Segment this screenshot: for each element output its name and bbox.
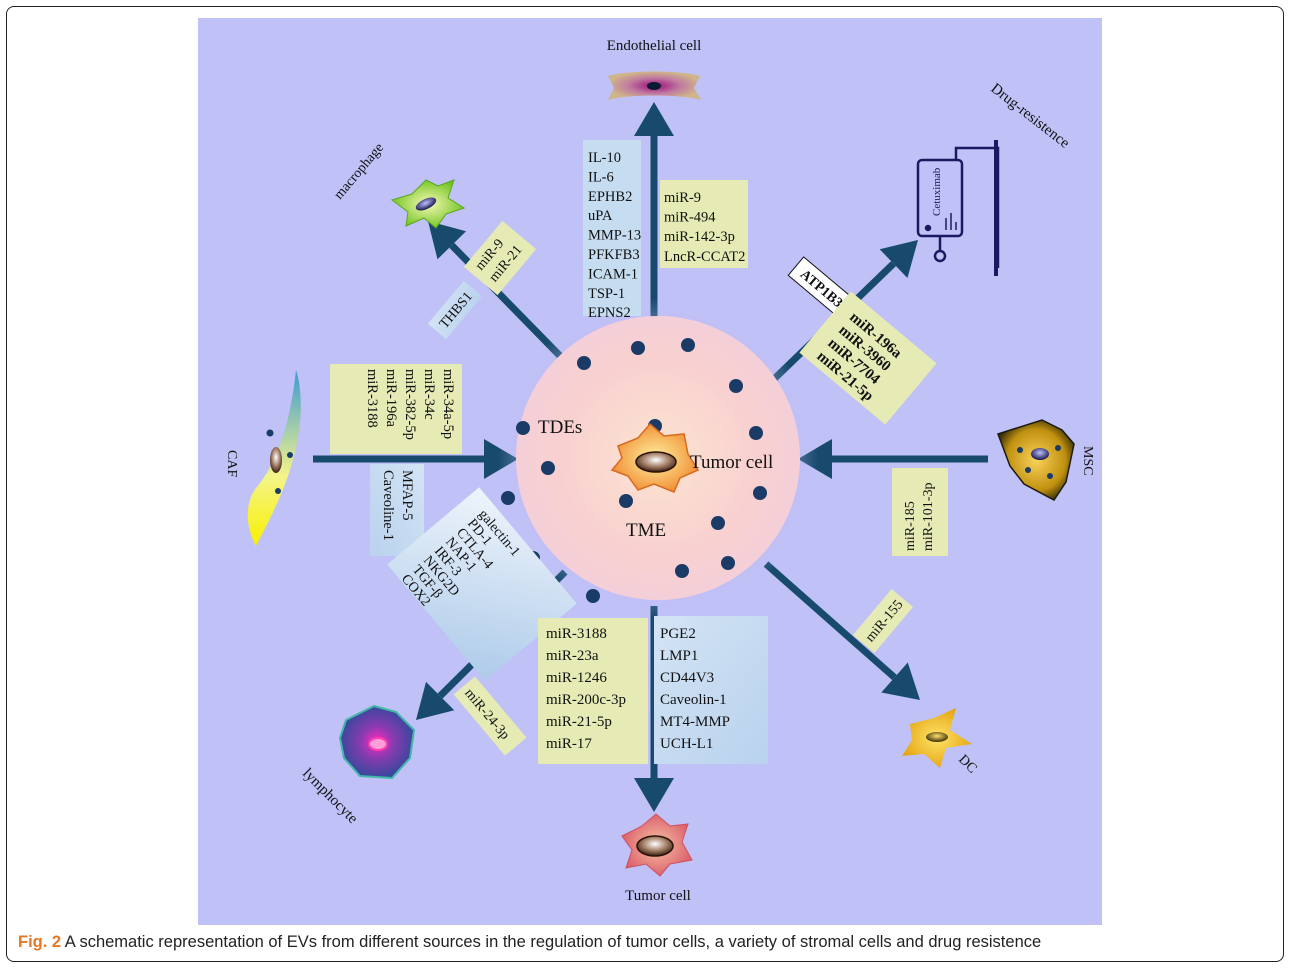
caf-yellow-text-line: miR-382-5p [402,369,418,440]
center-tumor-label: Tumor cell [690,452,773,473]
endothelial-yellow-text-line: miR-9 [664,190,701,206]
box-caf-yellow: miR-34a-5pmiR-34cmiR-382-5pmiR-196amiR-3… [330,364,462,454]
tde-dot [619,494,633,508]
arrow-to-dc-head [881,662,920,700]
tumor-blue-text-line: UCH-L1 [660,736,713,752]
tumor-yellow-text-line: miR-23a [546,648,599,664]
endothelial-blue-text-line: MMP-13 [588,228,641,244]
arrow-to-tumor-head [634,778,674,812]
center-tumor-cell [610,422,700,493]
arrow-to-endothelial [634,102,674,320]
endothelial-blue-text-line: ICAM-1 [588,266,638,282]
endothelial-blue-text-line: uPA [588,208,613,224]
endothelial-blue-text-line: EPNS2 [588,305,631,321]
caf-yellow-text-line: miR-34a-5p [440,369,456,439]
bottom-tumor-cell [621,813,693,877]
tumor-blue-text-line: MT4-MMP [660,714,730,730]
tumor-yellow-text: miR-3188 miR-23a miR-1246 miR-200c-3p miR-21… [546,626,626,752]
arrow-to-endothelial-head [634,102,674,136]
msc-yellow-text-line: miR-101-3p [921,483,936,551]
tumor-blue-text-line: PGE2 [660,626,696,642]
caf-label: CAF [224,450,239,477]
tdes-dots [501,338,767,603]
diagram: TDEs Tumor cell TME Endothelial cell mac… [198,18,1102,925]
arrow-to-macrophage-head [428,221,467,260]
tde-dot [501,491,515,505]
caf-blue-text: MFAP-5Caveoline-1 [380,470,415,541]
tde-dot [753,486,767,500]
endothelial-blue-text-line: TSP-1 [588,286,625,302]
caption-text: A schematic representation of EVs from d… [61,933,1042,951]
endothelial-yellow-text-line: LncR-CCAT2 [664,249,745,265]
tde-dot [749,426,763,440]
drug-icon-text: Cetuximab [931,167,943,216]
figure-caption: Fig. 2 A schematic representation of EVs… [18,933,1041,952]
box-macrophage-yellow: miR-9miR-21 [463,220,537,296]
drug-icon [916,140,1000,276]
tde-dot [577,356,591,370]
endothelial-blue-text-line: IL-10 [588,150,621,166]
arrow-to-dc [763,561,920,700]
endothelial-blue-text-line: PFKFB3 [588,247,640,263]
msc-yellow-text-line: miR-185 [903,501,918,551]
tde-dot [681,338,695,352]
endothelial-blue-text-line: IL-6 [588,169,614,185]
tumor-yellow-text-line: miR-17 [546,736,592,752]
box-caf-blue: MFAP-5Caveoline-1 [370,464,424,556]
tme-label: TME [626,520,666,541]
tumor-yellow-text-line: miR-3188 [546,626,607,642]
tde-dot [675,564,689,578]
tde-dot [631,341,645,355]
caf-yellow-text-line: miR-3188 [364,369,380,428]
tde-dot [516,421,530,435]
endothelial-blue-text-line: EPHB2 [588,189,632,205]
lymphocyte-cell [338,704,416,780]
tde-dot [586,589,600,603]
bottom-tumor-label: Tumor cell [625,888,691,904]
caf-yellow-text-line: miR-196a [383,369,399,428]
arrow-to-dc-shaft [763,561,897,681]
caf-yellow-text-line: miR-34c [421,369,437,420]
tumor-yellow-text-line: miR-1246 [546,670,607,686]
tumor-yellow-text-line: miR-21-5p [546,714,612,730]
tumor-blue-text-line: Caveolin-1 [660,692,727,708]
caf-blue-text-line: MFAP-5 [399,470,415,521]
endothelial-yellow-text-line: miR-142-3p [664,229,735,245]
endothelial-yellow-text-line: miR-494 [664,210,716,226]
caption-label: Fig. 2 [18,933,62,951]
box-lymph-blue: galectin-1PD-1CTLA-4NAP-1IRF-3NKG2DTGF-β… [387,487,577,681]
tde-dot [721,556,735,570]
tdes-label: TDEs [538,417,582,438]
tumor-blue-text-line: LMP1 [660,648,698,664]
endothelial-cell [608,71,701,100]
dc-cell [902,708,972,768]
tde-dot [541,461,555,475]
msc-label: MSC [1080,446,1095,476]
tde-dot [729,379,743,393]
endothelial-label: Endothelial cell [607,38,702,54]
caf-yellow-text: miR-34a-5pmiR-34cmiR-382-5pmiR-196amiR-3… [364,369,456,440]
arrow-to-lymphocyte-head [416,681,455,720]
caf-blue-text-line: Caveoline-1 [380,470,396,541]
arrow-to-drug-head [879,240,918,279]
tde-dot [711,516,725,530]
msc-cell [997,419,1075,501]
tumor-blue-text-line: CD44V3 [660,670,714,686]
box-tumor-yellow: miR-3188 miR-23a miR-1246 miR-200c-3p miR-21… [538,618,648,764]
tumor-yellow-text-line: miR-200c-3p [546,692,626,708]
caf-cell [247,370,301,546]
macrophage-cell [390,179,466,229]
